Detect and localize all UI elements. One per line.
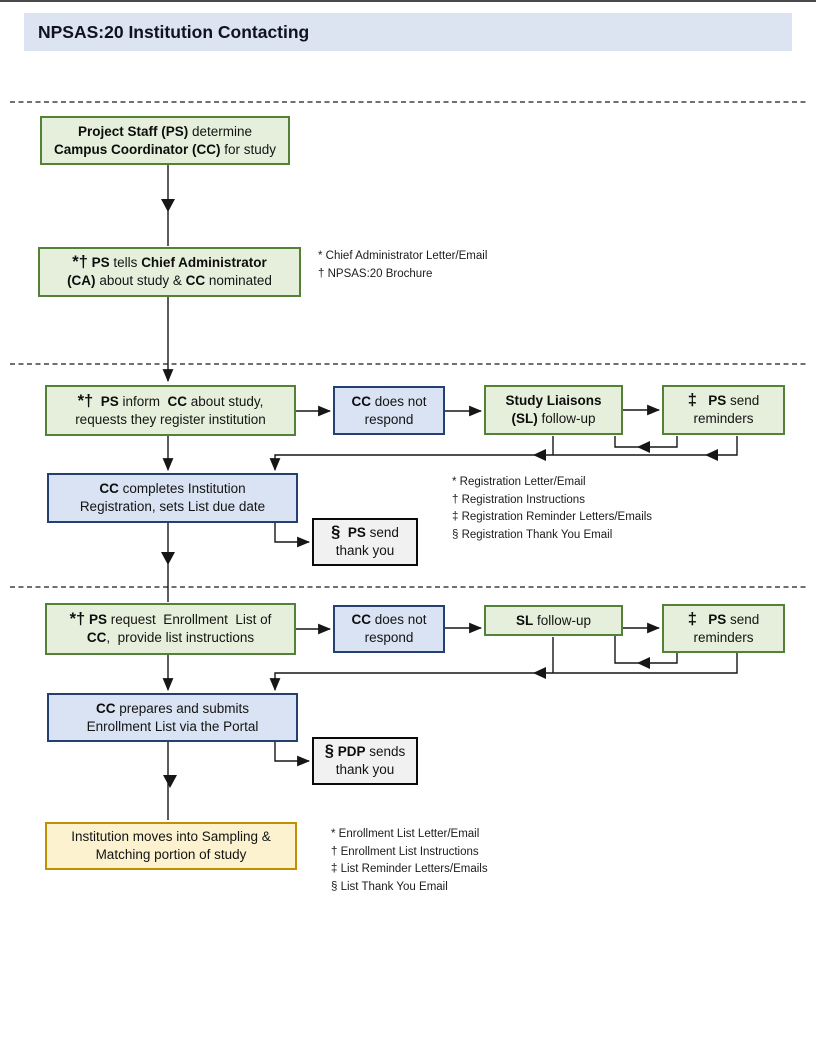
- midarrow-left-short2: [637, 657, 650, 669]
- midarrow-down-2: [161, 552, 175, 565]
- footnote-line: * Chief Administrator Letter/Email: [318, 250, 488, 262]
- footnote-line: ‡ List Reminder Letters/Emails: [331, 863, 488, 875]
- midarrow-left-loop2: [533, 667, 546, 679]
- feedback-loop-2: [269, 653, 738, 692]
- footnotes-registration: * Registration Letter/Email † Registratio…: [452, 474, 652, 544]
- footnotes-enrollment: * Enrollment List Letter/Email † Enrollme…: [331, 826, 488, 896]
- box-sampling-matching: Institution moves into Sampling &Matchin…: [45, 822, 297, 870]
- footnote-line: † Enrollment List Instructions: [331, 845, 479, 858]
- footnote-line: § List Thank You Email: [331, 880, 448, 893]
- box-ps-inform-cc: *† PS inform CC about study,requests the…: [45, 385, 296, 436]
- midarrow-down-3: [163, 775, 177, 788]
- mid-arrowheads: [161, 199, 718, 788]
- section-dividers: [10, 101, 806, 588]
- midarrow-left-loop1-a: [705, 449, 718, 461]
- flow-arrows: [162, 165, 738, 820]
- page-title: NPSAS:20 Institution Contacting: [38, 21, 310, 42]
- arrow-submits-to-thankyou: [274, 742, 311, 767]
- footnote-line: ‡ Registration Reminder Letters/Emails: [452, 511, 653, 523]
- midarrow-left-short1: [637, 441, 650, 453]
- footnote-line: § Registration Thank You Email: [452, 528, 613, 541]
- box-sl-followup-2: SL follow-up: [484, 605, 623, 636]
- footnote-line: * Enrollment List Letter/Email: [331, 828, 480, 840]
- title-bar: NPSAS:20 Institution Contacting: [24, 13, 792, 51]
- box-sl-followup-1: Study Liaisons(SL) follow-up: [484, 385, 623, 435]
- midarrow-down-1: [161, 199, 175, 212]
- footnotes-admin: * Chief Administrator Letter/Email † NPSA…: [318, 248, 487, 283]
- footnote-line: † Registration Instructions: [452, 493, 585, 506]
- footnote-line: * Registration Letter/Email: [452, 476, 586, 488]
- arrow-registers-to-thankyou: [274, 523, 311, 548]
- page-top-border: [0, 0, 816, 2]
- footnote-line: † NPSAS:20 Brochure: [318, 267, 433, 280]
- box-ps-tells-ca: *† PS tells Chief Administrator(CA) abou…: [38, 247, 301, 297]
- midarrow-left-loop1-b: [533, 449, 546, 461]
- feedback-loop-1: [269, 436, 738, 472]
